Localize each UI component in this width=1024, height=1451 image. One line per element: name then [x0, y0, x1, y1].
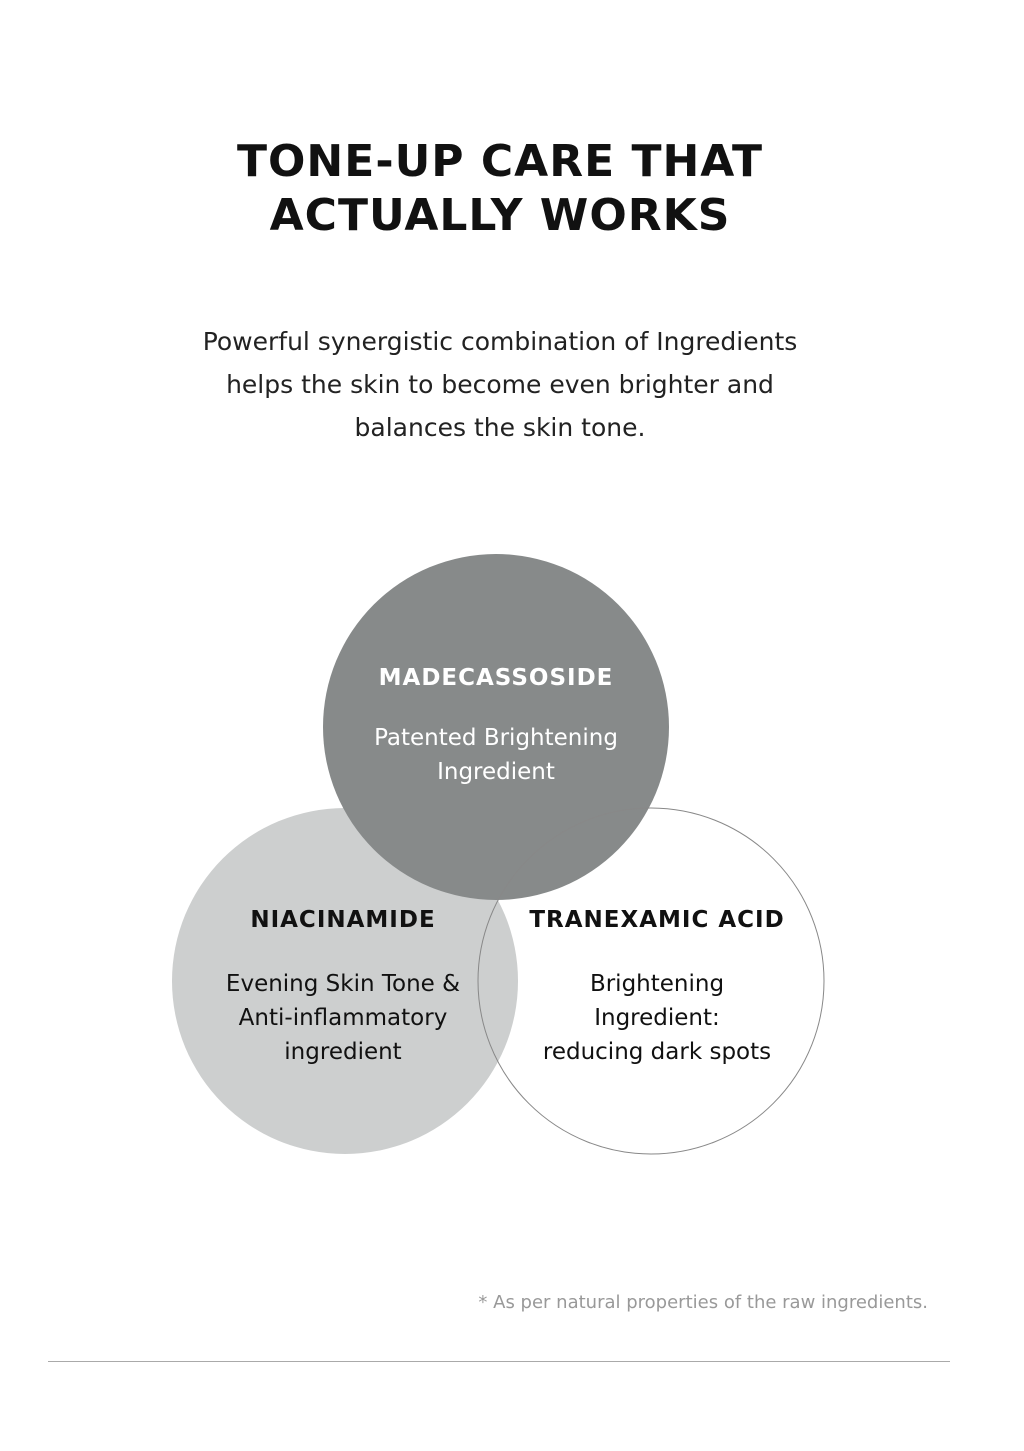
desc-line: Ingredient [437, 759, 555, 785]
desc-line: Patented Brightening [374, 725, 618, 751]
madecassoside-circle [323, 554, 669, 900]
title-line-2: ACTUALLY WORKS [269, 190, 731, 241]
divider [48, 1361, 950, 1362]
intro-line-2: helps the skin to become even brighter a… [226, 370, 774, 399]
desc-line: Anti-inflammatory [238, 1005, 448, 1031]
intro-text: Powerful synergistic combination of Ingr… [0, 320, 1000, 449]
ingredient-desc: Evening Skin Tone & Anti-inflammatory in… [143, 967, 543, 1069]
ingredient-name: MADECASSOSIDE [378, 665, 614, 691]
ingredient-name: TRANEXAMIC ACID [529, 907, 785, 933]
niacinamide-circle [172, 808, 518, 1154]
desc-line: ingredient [284, 1039, 402, 1065]
madecassoside-label: MADECASSOSIDE Patented Brightening Ingre… [296, 665, 696, 789]
desc-line: Ingredient: [594, 1005, 720, 1031]
niacinamide-label: NIACINAMIDE Evening Skin Tone & Anti-inf… [143, 907, 543, 1069]
footnote: * As per natural properties of the raw i… [478, 1292, 928, 1313]
tranexamic-acid-circle [477, 807, 825, 1155]
ingredient-name: NIACINAMIDE [250, 907, 436, 933]
desc-line: Brightening [589, 971, 725, 997]
title-line-1: TONE-UP CARE THAT [237, 136, 763, 187]
intro-line-1: Powerful synergistic combination of Ingr… [202, 327, 798, 356]
desc-line: reducing dark spots [542, 1039, 772, 1065]
ingredient-desc: Brightening Ingredient: reducing dark sp… [457, 967, 857, 1069]
intro-line-3: balances the skin tone. [354, 413, 646, 442]
ingredient-desc: Patented Brightening Ingredient [296, 721, 696, 789]
page-title: TONE-UP CARE THAT ACTUALLY WORKS [0, 135, 1000, 243]
desc-line: Evening Skin Tone & [225, 971, 461, 997]
tranexamic-acid-label: TRANEXAMIC ACID Brightening Ingredient: … [457, 907, 857, 1069]
